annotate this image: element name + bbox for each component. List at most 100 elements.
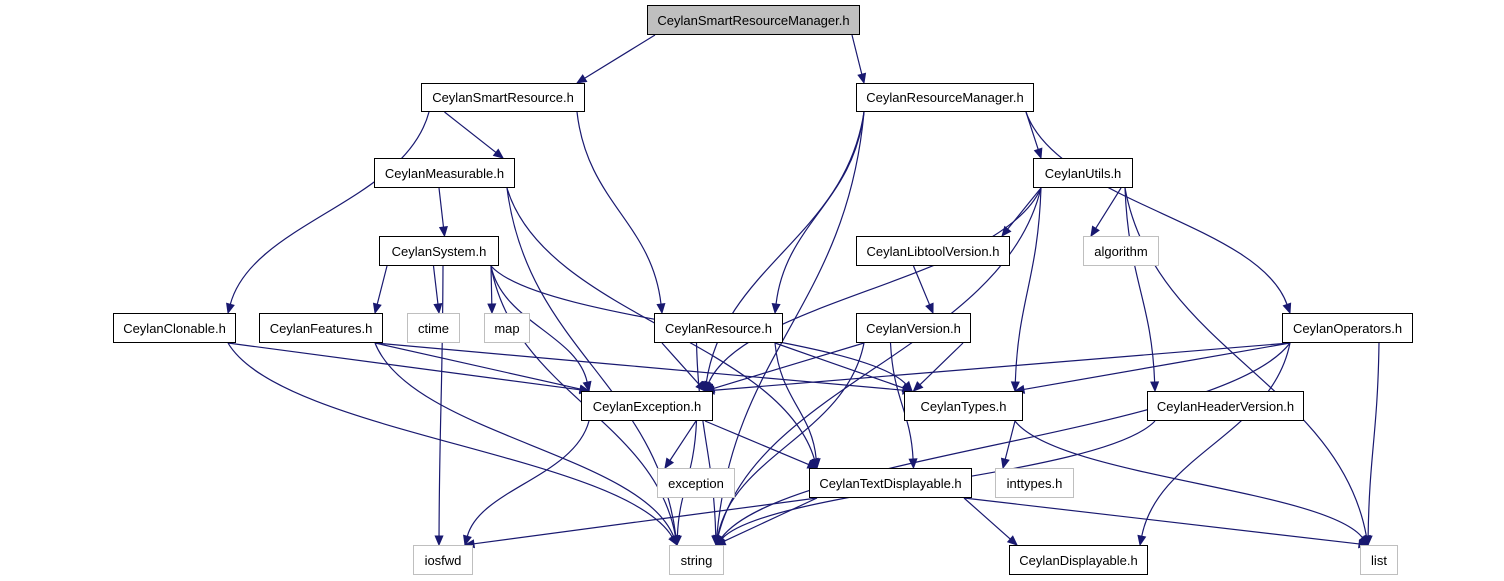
node-string[interactable]: string bbox=[669, 545, 724, 575]
edge-ceylanresourcemanager-to-ceylanoperators bbox=[1025, 111, 1288, 305]
node-ceylantypes[interactable]: CeylanTypes.h bbox=[904, 391, 1023, 421]
edge-ceylanversion-to-ceylantypes bbox=[919, 342, 964, 386]
node-ceylanresourcemanager[interactable]: CeylanResourceManager.h bbox=[856, 83, 1034, 112]
arrowhead-ceylanexception-to-iosfwd bbox=[463, 534, 472, 547]
arrowhead-ceylanutils-to-ceylanheaderversion bbox=[1150, 381, 1160, 393]
edge-ceylanoperators-to-ceylanexception bbox=[713, 342, 1291, 391]
edge-ceylanutils-to-list bbox=[1124, 187, 1367, 537]
arrowhead-ceylanexception-to-string bbox=[672, 535, 682, 547]
edge-ceylanresourcemanager-to-string bbox=[716, 111, 865, 537]
arrowhead-ceylanlibtoolversion-to-ceylanversion bbox=[925, 302, 934, 315]
edge-ceylansmartresource-to-ceylanclonable bbox=[229, 111, 430, 305]
arrowhead-ceylanmeasurable-to-ceylansystem bbox=[438, 226, 448, 238]
edge-ceylanutils-to-ceylantypes bbox=[1014, 187, 1042, 383]
edge-ceylanresource-to-ceylanexception bbox=[661, 342, 700, 385]
arrowhead-ceylanutils-to-ceylantypes bbox=[1010, 381, 1020, 393]
node-ceylanfeatures[interactable]: CeylanFeatures.h bbox=[259, 313, 383, 343]
edge-ceylanexception-to-iosfwd bbox=[466, 420, 590, 537]
node-ceylanheaderversion[interactable]: CeylanHeaderVersion.h bbox=[1147, 391, 1304, 421]
edge-ceylansystem-to-map bbox=[490, 265, 493, 305]
edge-ceylansmartresource-to-ceylanmeasurable bbox=[444, 111, 497, 153]
dependency-edges bbox=[226, 34, 1380, 549]
edge-ceylanversion-to-ceylanexception bbox=[713, 342, 865, 389]
edge-ceylanoperators-to-string bbox=[720, 342, 1291, 539]
node-ceylanutils[interactable]: CeylanUtils.h bbox=[1033, 158, 1133, 188]
node-ceylandisplayable[interactable]: CeylanDisplayable.h bbox=[1009, 545, 1148, 575]
arrowhead-ceylanresourcemanager-to-ceylanutils bbox=[1033, 147, 1043, 160]
arrowhead-ceylansystem-to-ctime bbox=[433, 303, 443, 315]
edge-ceylanutils-to-algorithm bbox=[1095, 187, 1122, 229]
edge-ceylansystem-to-ceylanexception bbox=[490, 265, 588, 383]
arrowhead-ceylantextdisplayable-to-string bbox=[714, 536, 727, 546]
node-algorithm[interactable]: algorithm bbox=[1083, 236, 1159, 266]
arrowhead-ceylanutils-to-algorithm bbox=[1090, 225, 1100, 238]
edge-ceylansmartresourcemanager-to-ceylanresourcemanager bbox=[851, 34, 863, 75]
node-map[interactable]: map bbox=[484, 313, 530, 343]
edge-ceylantypes-to-list bbox=[1014, 420, 1364, 539]
edge-ceylanresourcemanager-to-ceylanresource bbox=[775, 111, 865, 305]
edge-ceylantextdisplayable-to-string bbox=[723, 497, 818, 542]
arrowhead-ceylantextdisplayable-to-ceylandisplayable bbox=[1006, 535, 1018, 546]
arrowhead-ceylantypes-to-inttypes bbox=[1000, 457, 1010, 470]
edge-ceylanresource-to-ceylantypes bbox=[774, 342, 904, 389]
arrowhead-ceylanutils-to-ceylanlibtoolversion bbox=[1001, 225, 1012, 237]
node-ceylanversion[interactable]: CeylanVersion.h bbox=[856, 313, 971, 343]
node-ceylanexception[interactable]: CeylanException.h bbox=[581, 391, 713, 421]
node-ceylansmartresource[interactable]: CeylanSmartResource.h bbox=[421, 83, 585, 112]
edge-ceylanclonable-to-string bbox=[227, 342, 673, 538]
arrowhead-ceylansystem-to-map bbox=[487, 303, 497, 315]
arrowhead-ceylansmartresourcemanager-to-ceylansmartresource bbox=[575, 74, 588, 84]
edge-ceylanfeatures-to-ceylantypes bbox=[374, 342, 904, 391]
node-ceylanmeasurable[interactable]: CeylanMeasurable.h bbox=[374, 158, 515, 188]
edge-ceylantextdisplayable-to-iosfwd bbox=[473, 497, 818, 545]
edge-ceylantextdisplayable-to-ceylandisplayable bbox=[963, 497, 1011, 540]
edge-ceylansystem-to-ceylanfeatures bbox=[376, 265, 388, 305]
arrowhead-ceylansmartresource-to-ceylanmeasurable bbox=[492, 148, 505, 159]
node-iosfwd[interactable]: iosfwd bbox=[413, 545, 473, 575]
node-ctime[interactable]: ctime bbox=[407, 313, 460, 343]
node-ceylantextdisplayable[interactable]: CeylanTextDisplayable.h bbox=[809, 468, 972, 498]
edge-ceylanversion-to-string bbox=[717, 342, 865, 537]
edge-ceylanutils-to-ceylanexception bbox=[708, 187, 1042, 384]
edge-ceylanfeatures-to-string bbox=[374, 342, 675, 537]
node-ceylanoperators[interactable]: CeylanOperators.h bbox=[1282, 313, 1413, 343]
edge-ceylanutils-to-ceylanlibtoolversion bbox=[1007, 187, 1042, 230]
edge-ceylantextdisplayable-to-list bbox=[963, 497, 1360, 545]
arrowhead-ceylanresourcemanager-to-ceylanresource bbox=[771, 303, 781, 315]
arrowhead-ceylansystem-to-iosfwd bbox=[434, 535, 444, 547]
node-inttypes[interactable]: inttypes.h bbox=[995, 468, 1074, 498]
edge-ceylansmartresourcemanager-to-ceylansmartresource bbox=[584, 34, 656, 79]
node-ceylansystem[interactable]: CeylanSystem.h bbox=[379, 236, 499, 266]
edge-ceylanresource-to-ceylantextdisplayable bbox=[774, 342, 817, 460]
node-ceylansmartresourcemanager[interactable]: CeylanSmartResourceManager.h bbox=[647, 5, 860, 35]
edge-ceylantypes-to-inttypes bbox=[1004, 420, 1016, 460]
arrowhead-ceylanexception-to-exception bbox=[664, 457, 675, 470]
node-ceylanclonable[interactable]: CeylanClonable.h bbox=[113, 313, 236, 343]
edge-ceylanfeatures-to-ceylanexception bbox=[374, 342, 581, 390]
arrowhead-ceylansmartresourcemanager-to-ceylanresourcemanager bbox=[857, 72, 867, 85]
edge-ceylanversion-to-ceylantextdisplayable bbox=[889, 342, 914, 460]
edge-ceylanexception-to-exception bbox=[669, 420, 697, 461]
edge-ceylanexception-to-ceylantextdisplayable bbox=[704, 420, 809, 466]
edge-ceylanmeasurable-to-ceylansystem bbox=[438, 187, 445, 228]
edge-ceylansystem-to-ctime bbox=[432, 265, 439, 305]
edge-ceylanoperators-to-ceylandisplayable bbox=[1141, 342, 1291, 537]
edge-ceylanclonable-to-ceylanexception bbox=[227, 342, 581, 391]
node-list[interactable]: list bbox=[1360, 545, 1398, 575]
arrowhead-ceylansystem-to-ceylanfeatures bbox=[372, 302, 382, 315]
edge-ceylanoperators-to-ceylantypes bbox=[1023, 342, 1291, 391]
arrowhead-ceylanoperators-to-ceylandisplayable bbox=[1137, 534, 1147, 547]
node-ceylanresource[interactable]: CeylanResource.h bbox=[654, 313, 783, 343]
arrowhead-ceylanresourcemanager-to-ceylanoperators bbox=[1282, 302, 1292, 315]
node-ceylanlibtoolversion[interactable]: CeylanLibtoolVersion.h bbox=[856, 236, 1010, 266]
edge-ceylanresource-to-string bbox=[695, 342, 717, 537]
edge-ceylansmartresource-to-ceylanresource bbox=[576, 111, 662, 305]
edge-ceylanutils-to-string bbox=[717, 187, 1042, 537]
arrowhead-ceylansmartresource-to-ceylanclonable bbox=[226, 302, 235, 315]
arrowhead-ceylanversion-to-ceylantypes bbox=[912, 381, 924, 392]
edge-ceylanoperators-to-list bbox=[1367, 342, 1380, 537]
arrowhead-ceylanresource-to-ceylantextdisplayable bbox=[811, 458, 821, 470]
edge-ceylanutils-to-ceylanheaderversion bbox=[1124, 187, 1156, 383]
node-exception[interactable]: exception bbox=[657, 468, 735, 498]
